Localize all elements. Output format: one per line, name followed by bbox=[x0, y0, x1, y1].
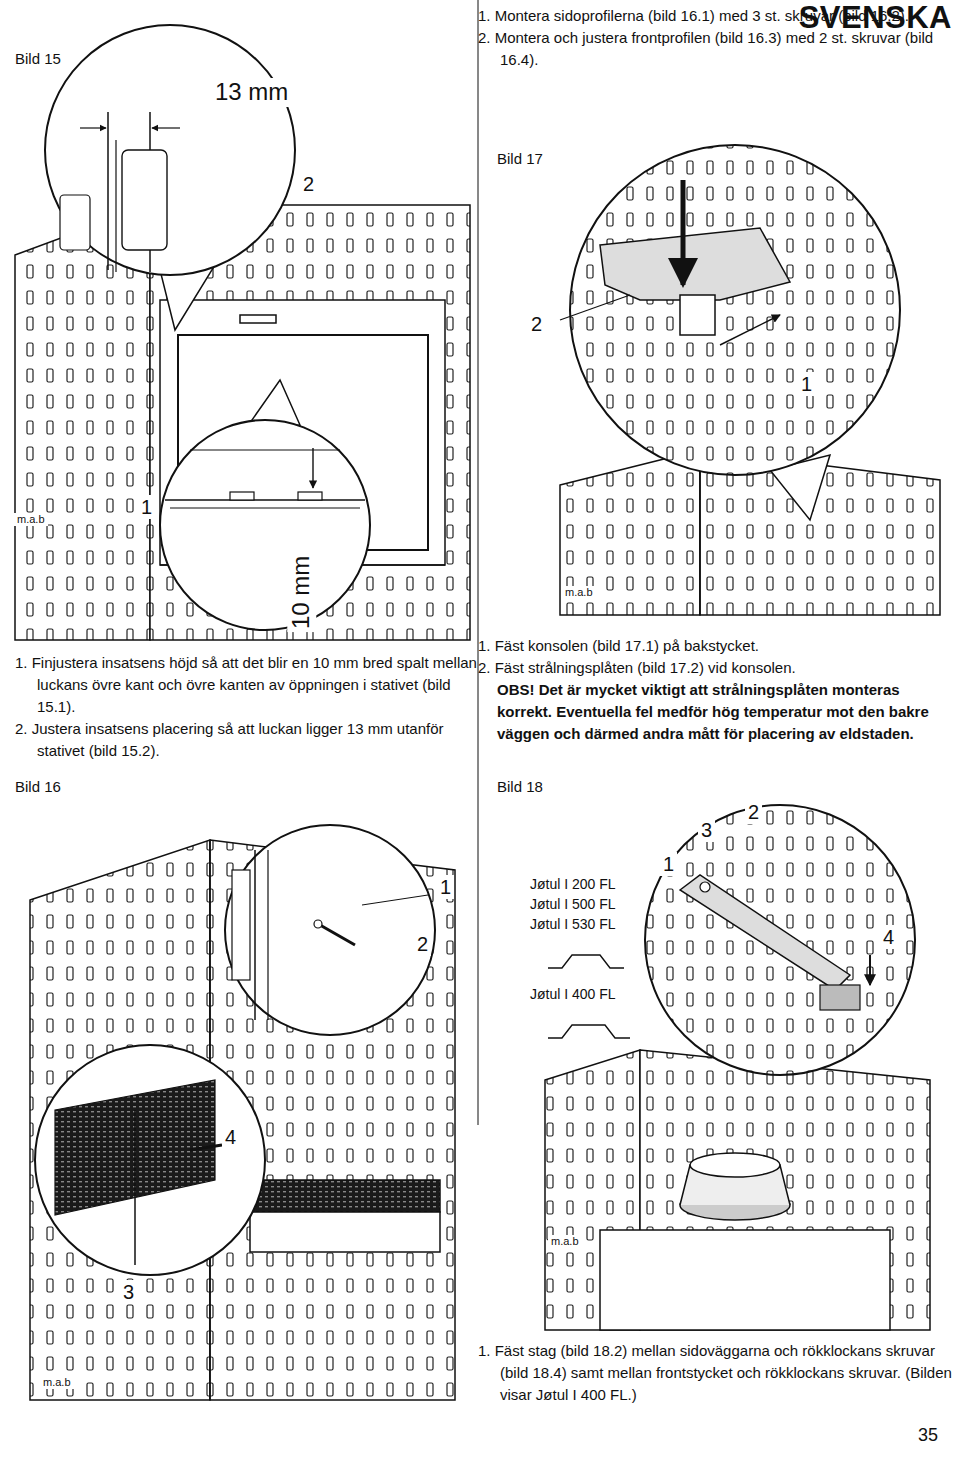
maker-mark: m.a.b bbox=[40, 1376, 74, 1389]
callout-number: 1 bbox=[138, 495, 155, 519]
warning-note: OBS! Det är mycket viktigt att strålning… bbox=[497, 679, 952, 745]
magnifier-17 bbox=[560, 145, 900, 520]
figure-heading: Bild 18 bbox=[497, 778, 543, 796]
callout-number: 1 bbox=[437, 875, 454, 899]
callout-number: 3 bbox=[698, 818, 715, 842]
instruction-step: 1. Fäst konsolen (bild 17.1) på bakstyck… bbox=[478, 635, 955, 657]
maker-mark: m.a.b bbox=[548, 1235, 582, 1248]
magnifier-16-2 bbox=[35, 1045, 265, 1275]
model-name: Jøtul I 530 FL bbox=[530, 916, 616, 933]
model-name: Jøtul I 400 FL bbox=[530, 986, 616, 1003]
stand-18 bbox=[545, 1050, 930, 1330]
callout-number: 2 bbox=[300, 172, 317, 196]
callout-number: 1 bbox=[660, 852, 677, 876]
stand-15 bbox=[15, 205, 470, 640]
dimension-label: 10 mm bbox=[287, 553, 316, 632]
instruction-step: 1. Fäst stag (bild 18.2) mellan sidovägg… bbox=[478, 1340, 955, 1406]
model-name: Jøtul I 500 FL bbox=[530, 896, 616, 913]
maker-mark: m.a.b bbox=[562, 586, 596, 599]
figure-heading: Bild 15 bbox=[15, 50, 61, 68]
callout-number: 2 bbox=[414, 932, 431, 956]
instruction-step: 1. Montera sidoprofilerna (bild 16.1) me… bbox=[478, 5, 955, 27]
callout-number: 2 bbox=[528, 312, 545, 336]
magnifier-15-1 bbox=[45, 25, 295, 330]
instruction-step: 2. Fäst strålningsplåten (bild 17.2) vid… bbox=[478, 657, 955, 679]
callout-number: 2 bbox=[745, 800, 762, 824]
instruction-step: 2. Montera och justera frontprofilen (bi… bbox=[478, 27, 955, 71]
instruction-step: 1. Finjustera insatsens höjd så att det … bbox=[15, 652, 492, 718]
maker-mark: m.a.b bbox=[14, 513, 48, 526]
figure-heading: Bild 16 bbox=[15, 778, 61, 796]
callout-number: 4 bbox=[880, 925, 897, 949]
column-rule bbox=[478, 0, 479, 1125]
instruction-step: 2. Justera insatsens placering så att lu… bbox=[15, 718, 492, 762]
figure-heading: Bild 17 bbox=[497, 150, 543, 168]
callout-number: 4 bbox=[222, 1125, 239, 1149]
magnifier-15-2 bbox=[160, 380, 370, 630]
dimension-label: 13 mm bbox=[212, 78, 291, 107]
model-name: Jøtul I 200 FL bbox=[530, 876, 616, 893]
page-number: 35 bbox=[918, 1425, 938, 1447]
magnifier-16-1 bbox=[225, 825, 435, 1035]
callout-number: 3 bbox=[120, 1280, 137, 1304]
callout-number: 1 bbox=[798, 372, 815, 396]
magnifier-18 bbox=[645, 805, 915, 1075]
